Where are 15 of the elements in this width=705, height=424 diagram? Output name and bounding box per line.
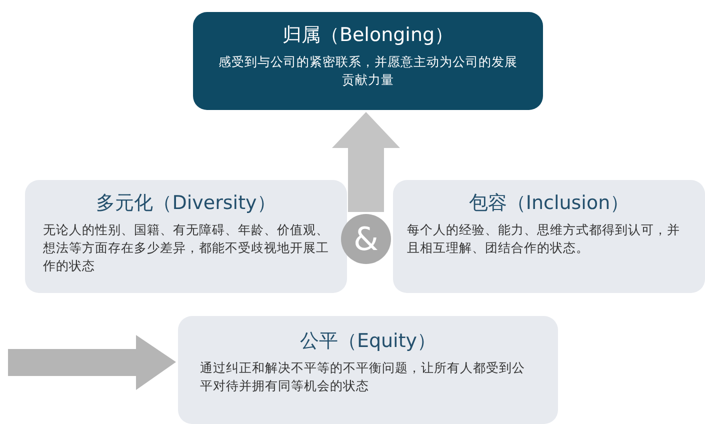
- diversity-box: [25, 180, 347, 293]
- description-text: 通过纠正和解决不平等的不平衡问题，让所有人都受到公平对待并拥有同等机会的状态: [200, 359, 526, 395]
- description-text: 每个人的经验、能力、思维方式都得到认可，并且相互理解、团结合作的状态。: [407, 221, 681, 257]
- equity-box: [178, 316, 558, 424]
- heading-text: 公平（Equity）: [298, 329, 438, 354]
- belonging-box: [193, 12, 543, 110]
- block-arrow: [332, 112, 400, 212]
- block-arrow: [8, 335, 176, 390]
- heading-text: 归属（Belonging）: [281, 23, 455, 48]
- ampersand-circle: &: [341, 214, 391, 264]
- heading-text: 包容（Inclusion）: [468, 191, 630, 216]
- heading-text: 多元化（Diversity）: [95, 191, 277, 216]
- description-text: 无论人的性别、国籍、有无障碍、年龄、价值观、想法等方面存在多少差异，都能不受歧视地开展工作的状态: [43, 221, 329, 275]
- description-text: 感受到与公司的紧密联系，并愿意主动为公司的发展贡献力量: [218, 53, 518, 89]
- inclusion-box: [393, 180, 705, 293]
